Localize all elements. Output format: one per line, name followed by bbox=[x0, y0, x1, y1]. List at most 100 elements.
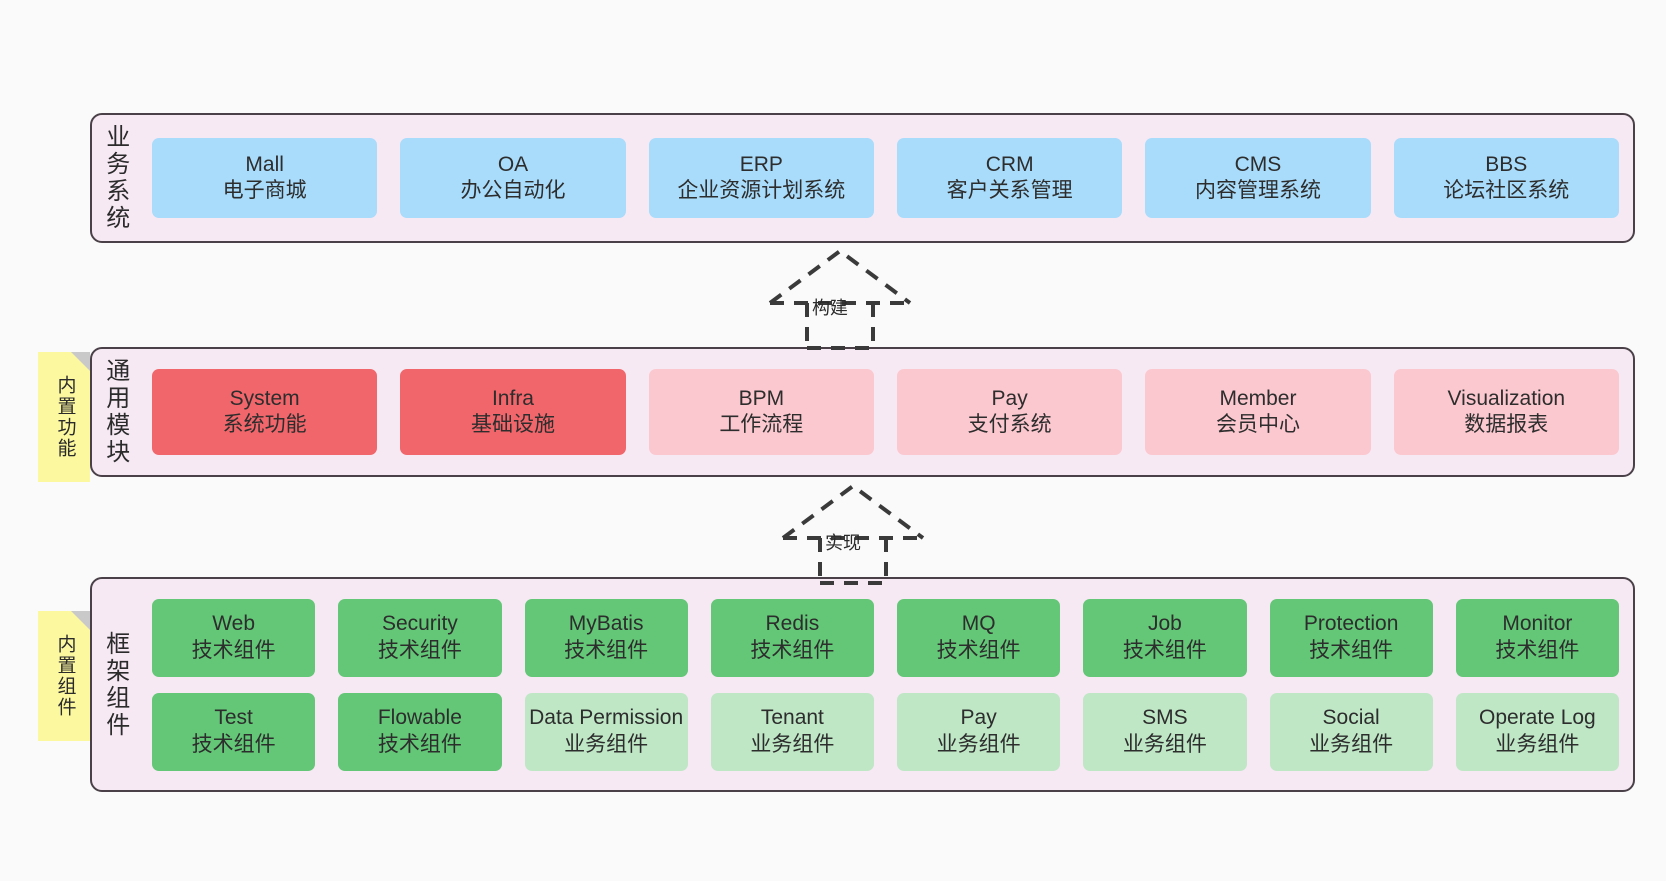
node-subtitle: 支付系统 bbox=[967, 413, 1052, 436]
layer-title-common-module: 通用模块 bbox=[101, 358, 129, 466]
connector-implement-label: 实现 bbox=[825, 533, 861, 553]
node-name: Operate Log bbox=[1478, 706, 1596, 730]
node-subtitle: 业务组件 bbox=[1495, 732, 1580, 756]
node-name: Web bbox=[212, 612, 256, 636]
node-name: Pay bbox=[960, 706, 997, 730]
node-subtitle: 技术组件 bbox=[936, 638, 1021, 662]
node-subtitle: 技术组件 bbox=[564, 638, 649, 662]
node-subtitle: 技术组件 bbox=[750, 638, 835, 662]
node-subtitle: 业务组件 bbox=[1122, 732, 1207, 756]
node-bbs[interactable]: BBS 论坛社区系统 bbox=[1393, 138, 1619, 218]
layer-common-module: 通用模块 System 系统功能 Infra 基础设施 BPM 工作流程 Pay… bbox=[90, 347, 1635, 477]
node-name: BBS bbox=[1485, 152, 1528, 176]
node-name: Monitor bbox=[1502, 612, 1573, 636]
node-subtitle: 基础设施 bbox=[470, 413, 555, 436]
node-subtitle: 数据报表 bbox=[1464, 413, 1549, 436]
node-subtitle: 内容管理系统 bbox=[1194, 179, 1321, 202]
node-security[interactable]: Security 技术组件 bbox=[338, 598, 502, 677]
node-subtitle: 系统功能 bbox=[222, 413, 307, 436]
node-name: Visualization bbox=[1447, 386, 1566, 410]
node-sms[interactable]: SMS 业务组件 bbox=[1083, 692, 1247, 771]
layer-framework-component: 框架组件 Web 技术组件 Security 技术组件 MyBatis 技术组件… bbox=[90, 577, 1635, 792]
sticky-note-builtin-features: 内置功能 bbox=[38, 352, 90, 482]
connector-implement-arrow bbox=[781, 483, 925, 585]
node-subtitle: 技术组件 bbox=[377, 638, 462, 662]
node-name: OA bbox=[497, 152, 529, 176]
node-subtitle: 技术组件 bbox=[191, 732, 276, 756]
sticky-note-builtin-components: 内置组件 bbox=[38, 611, 90, 741]
node-monitor[interactable]: Monitor 技术组件 bbox=[1455, 598, 1619, 677]
node-name: Member bbox=[1219, 386, 1297, 410]
node-redis[interactable]: Redis 技术组件 bbox=[710, 598, 874, 677]
layer-business-system: 业务系统 Mall 电子商城 OA 办公自动化 ERP 企业资源计划系统 CRM… bbox=[90, 113, 1635, 243]
node-test[interactable]: Test 技术组件 bbox=[152, 692, 316, 771]
node-row: Web 技术组件 Security 技术组件 MyBatis 技术组件 Redi… bbox=[152, 598, 1619, 677]
node-subtitle: 业务组件 bbox=[564, 732, 649, 756]
node-operate-log[interactable]: Operate Log 业务组件 bbox=[1455, 692, 1619, 771]
node-oa[interactable]: OA 办公自动化 bbox=[400, 138, 626, 218]
node-row: Test 技术组件 Flowable 技术组件 Data Permission … bbox=[152, 692, 1619, 771]
node-cms[interactable]: CMS 内容管理系统 bbox=[1145, 138, 1371, 218]
node-name: ERP bbox=[739, 152, 783, 176]
node-name: Pay bbox=[991, 386, 1028, 410]
node-name: Protection bbox=[1303, 612, 1399, 636]
node-name: CMS bbox=[1234, 152, 1282, 176]
node-subtitle: 技术组件 bbox=[191, 638, 276, 662]
node-subtitle: 业务组件 bbox=[750, 732, 835, 756]
node-tenant[interactable]: Tenant 业务组件 bbox=[710, 692, 874, 771]
node-social[interactable]: Social 业务组件 bbox=[1269, 692, 1433, 771]
node-subtitle: 客户关系管理 bbox=[946, 179, 1073, 202]
node-subtitle: 业务组件 bbox=[1309, 732, 1394, 756]
node-name: Flowable bbox=[377, 706, 462, 730]
node-flowable[interactable]: Flowable 技术组件 bbox=[338, 692, 502, 771]
node-row: Mall 电子商城 OA 办公自动化 ERP 企业资源计划系统 CRM 客户关系… bbox=[152, 138, 1619, 218]
node-name: BPM bbox=[738, 386, 785, 410]
node-subtitle: 办公自动化 bbox=[460, 179, 566, 202]
node-crm[interactable]: CRM 客户关系管理 bbox=[896, 138, 1123, 218]
layer-title-framework-component: 框架组件 bbox=[101, 630, 129, 739]
node-subtitle: 电子商城 bbox=[222, 179, 307, 202]
layer-body-business-system: Mall 电子商城 OA 办公自动化 ERP 企业资源计划系统 CRM 客户关系… bbox=[138, 115, 1633, 241]
node-name: MQ bbox=[961, 612, 996, 636]
node-infra[interactable]: Infra 基础设施 bbox=[400, 369, 626, 455]
node-member[interactable]: Member 会员中心 bbox=[1145, 369, 1371, 455]
node-pay-component[interactable]: Pay 业务组件 bbox=[897, 692, 1061, 771]
node-name: SMS bbox=[1142, 706, 1188, 730]
connector-build-label: 构建 bbox=[812, 298, 848, 318]
node-name: Security bbox=[381, 612, 458, 636]
connector-build-arrow bbox=[768, 248, 912, 350]
node-erp[interactable]: ERP 企业资源计划系统 bbox=[648, 138, 874, 218]
layer-title-business-system: 业务系统 bbox=[101, 124, 129, 232]
sticky-note-label: 内置组件 bbox=[54, 634, 76, 718]
layer-body-common-module: System 系统功能 Infra 基础设施 BPM 工作流程 Pay 支付系统… bbox=[138, 349, 1633, 475]
node-name: System bbox=[229, 386, 300, 410]
node-subtitle: 技术组件 bbox=[1495, 638, 1580, 662]
node-name: Data Permission bbox=[529, 706, 684, 730]
node-name: Mall bbox=[245, 152, 284, 176]
node-visualization[interactable]: Visualization 数据报表 bbox=[1393, 369, 1619, 455]
node-job[interactable]: Job 技术组件 bbox=[1083, 598, 1247, 677]
node-data-permission[interactable]: Data Permission 业务组件 bbox=[524, 692, 688, 771]
node-subtitle: 论坛社区系统 bbox=[1443, 179, 1570, 202]
node-subtitle: 技术组件 bbox=[377, 732, 462, 756]
node-subtitle: 技术组件 bbox=[1309, 638, 1394, 662]
node-bpm[interactable]: BPM 工作流程 bbox=[648, 369, 874, 455]
node-pay[interactable]: Pay 支付系统 bbox=[896, 369, 1123, 455]
node-web[interactable]: Web 技术组件 bbox=[152, 598, 316, 677]
node-subtitle: 业务组件 bbox=[936, 732, 1021, 756]
sticky-note-label: 内置功能 bbox=[54, 375, 76, 459]
layer-body-framework-component: Web 技术组件 Security 技术组件 MyBatis 技术组件 Redi… bbox=[138, 579, 1633, 790]
node-mybatis[interactable]: MyBatis 技术组件 bbox=[524, 598, 688, 677]
node-name: Social bbox=[1322, 706, 1380, 730]
node-mq[interactable]: MQ 技术组件 bbox=[897, 598, 1061, 677]
node-name: Infra bbox=[491, 386, 534, 410]
sticky-fold-corner bbox=[71, 352, 90, 371]
node-mall[interactable]: Mall 电子商城 bbox=[152, 138, 378, 218]
node-name: MyBatis bbox=[568, 612, 644, 636]
node-protection[interactable]: Protection 技术组件 bbox=[1269, 598, 1433, 677]
node-name: Redis bbox=[765, 612, 820, 636]
node-system[interactable]: System 系统功能 bbox=[152, 369, 378, 455]
node-row: System 系统功能 Infra 基础设施 BPM 工作流程 Pay 支付系统… bbox=[152, 369, 1619, 455]
sticky-fold-corner bbox=[71, 611, 90, 630]
